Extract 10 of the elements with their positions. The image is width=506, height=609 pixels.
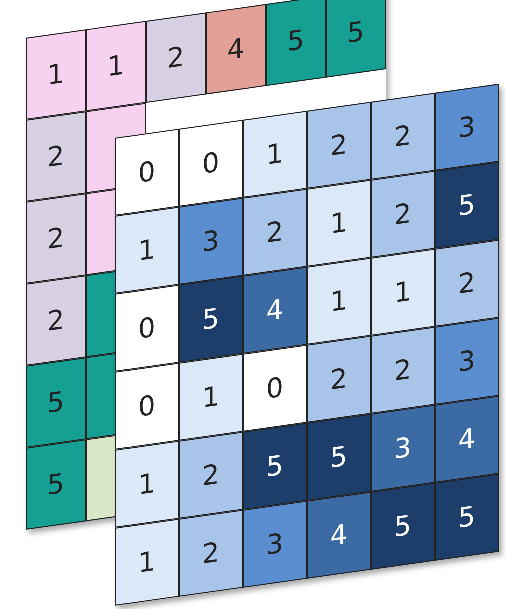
grid-cell: 5 bbox=[26, 358, 86, 448]
grid-cell: 2 bbox=[146, 12, 206, 104]
grid-cell: 5 bbox=[266, 0, 326, 86]
grid-cell: 1 bbox=[86, 21, 146, 112]
grid-cell: 5 bbox=[326, 0, 386, 78]
grid-cell: 5 bbox=[26, 440, 86, 530]
grid-cell: 2 bbox=[26, 194, 86, 284]
grid-cell: 2 bbox=[26, 276, 86, 366]
grid-cell: 2 bbox=[26, 112, 86, 202]
grid-cell: 1 bbox=[26, 30, 86, 120]
